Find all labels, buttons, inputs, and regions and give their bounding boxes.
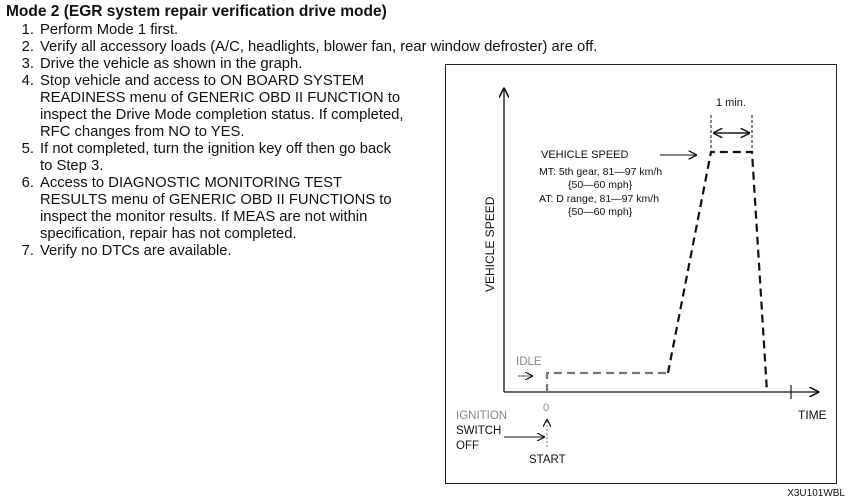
step-text: If not completed, turn the ignition key … [40,141,391,174]
step-item: 4. Stop vehicle and access to ON BOARD SY… [6,73,406,141]
idle-segment [545,371,668,392]
y-axis-label: VEHICLE SPEED [483,196,497,292]
step-item: 5. If not completed, turn the ignition ke… [6,141,406,175]
ignition-label: IGNITION [456,410,507,422]
step-number: 1. [21,22,34,38]
step-number: 3. [21,56,34,72]
step-item: 6. Access to DIAGNOSTIC MONITORING TEST R… [6,175,406,243]
duration-label: 1 min. [716,97,746,109]
graph-canvas: VEHICLE SPEED TIME 1 min. VEHICLE SPEED … [456,65,827,466]
speed-heading: VEHICLE SPEED [541,149,628,161]
at-spec-mph: {50—60 mph} [568,206,633,218]
step-text: Access to DIAGNOSTIC MONITORING TEST RES… [40,175,392,242]
step-text: Verify no DTCs are available. [40,243,232,259]
step-text: Stop vehicle and access to ON BOARD SYST… [40,73,404,140]
step-number: 4. [21,73,34,89]
step-item: 3. Drive the vehicle as shown in the grap… [6,56,446,73]
start-label: START [529,454,566,466]
step-text: Drive the vehicle as shown in the graph. [40,56,303,72]
page-title: Mode 2 (EGR system repair verification d… [6,3,387,20]
drive-mode-graph: VEHICLE SPEED TIME 1 min. VEHICLE SPEED … [445,64,837,484]
step-number: 5. [21,141,34,157]
step-text: Verify all accessory loads (A/C, headlig… [40,39,598,55]
step-number: 6. [21,175,34,191]
idle-label: IDLE [516,356,542,368]
step-number: 2. [21,39,34,55]
step-item: 7. Verify no DTCs are available. [6,243,446,260]
step-item: 1. Perform Mode 1 first. [6,22,446,39]
step-text: Perform Mode 1 first. [40,22,179,38]
off-label: OFF [456,440,479,452]
mt-spec: MT: 5th gear, 81—97 km/h [539,166,662,178]
step-number: 7. [21,243,34,259]
acceleration-segment [666,150,769,393]
procedure-steps: 1. Perform Mode 1 first. 2. Verify all acc… [6,22,598,260]
step-item: 2. Verify all accessory loads (A/C, headl… [6,39,706,56]
zero-label: 0 [543,402,549,414]
figure-code: X3U101WBL [787,488,845,499]
at-spec: AT: D range, 81—97 km/h [539,193,659,205]
mt-spec-mph: {50—60 mph} [568,179,633,191]
x-axis-label: TIME [798,408,827,422]
switch-label: SWITCH [456,425,501,437]
